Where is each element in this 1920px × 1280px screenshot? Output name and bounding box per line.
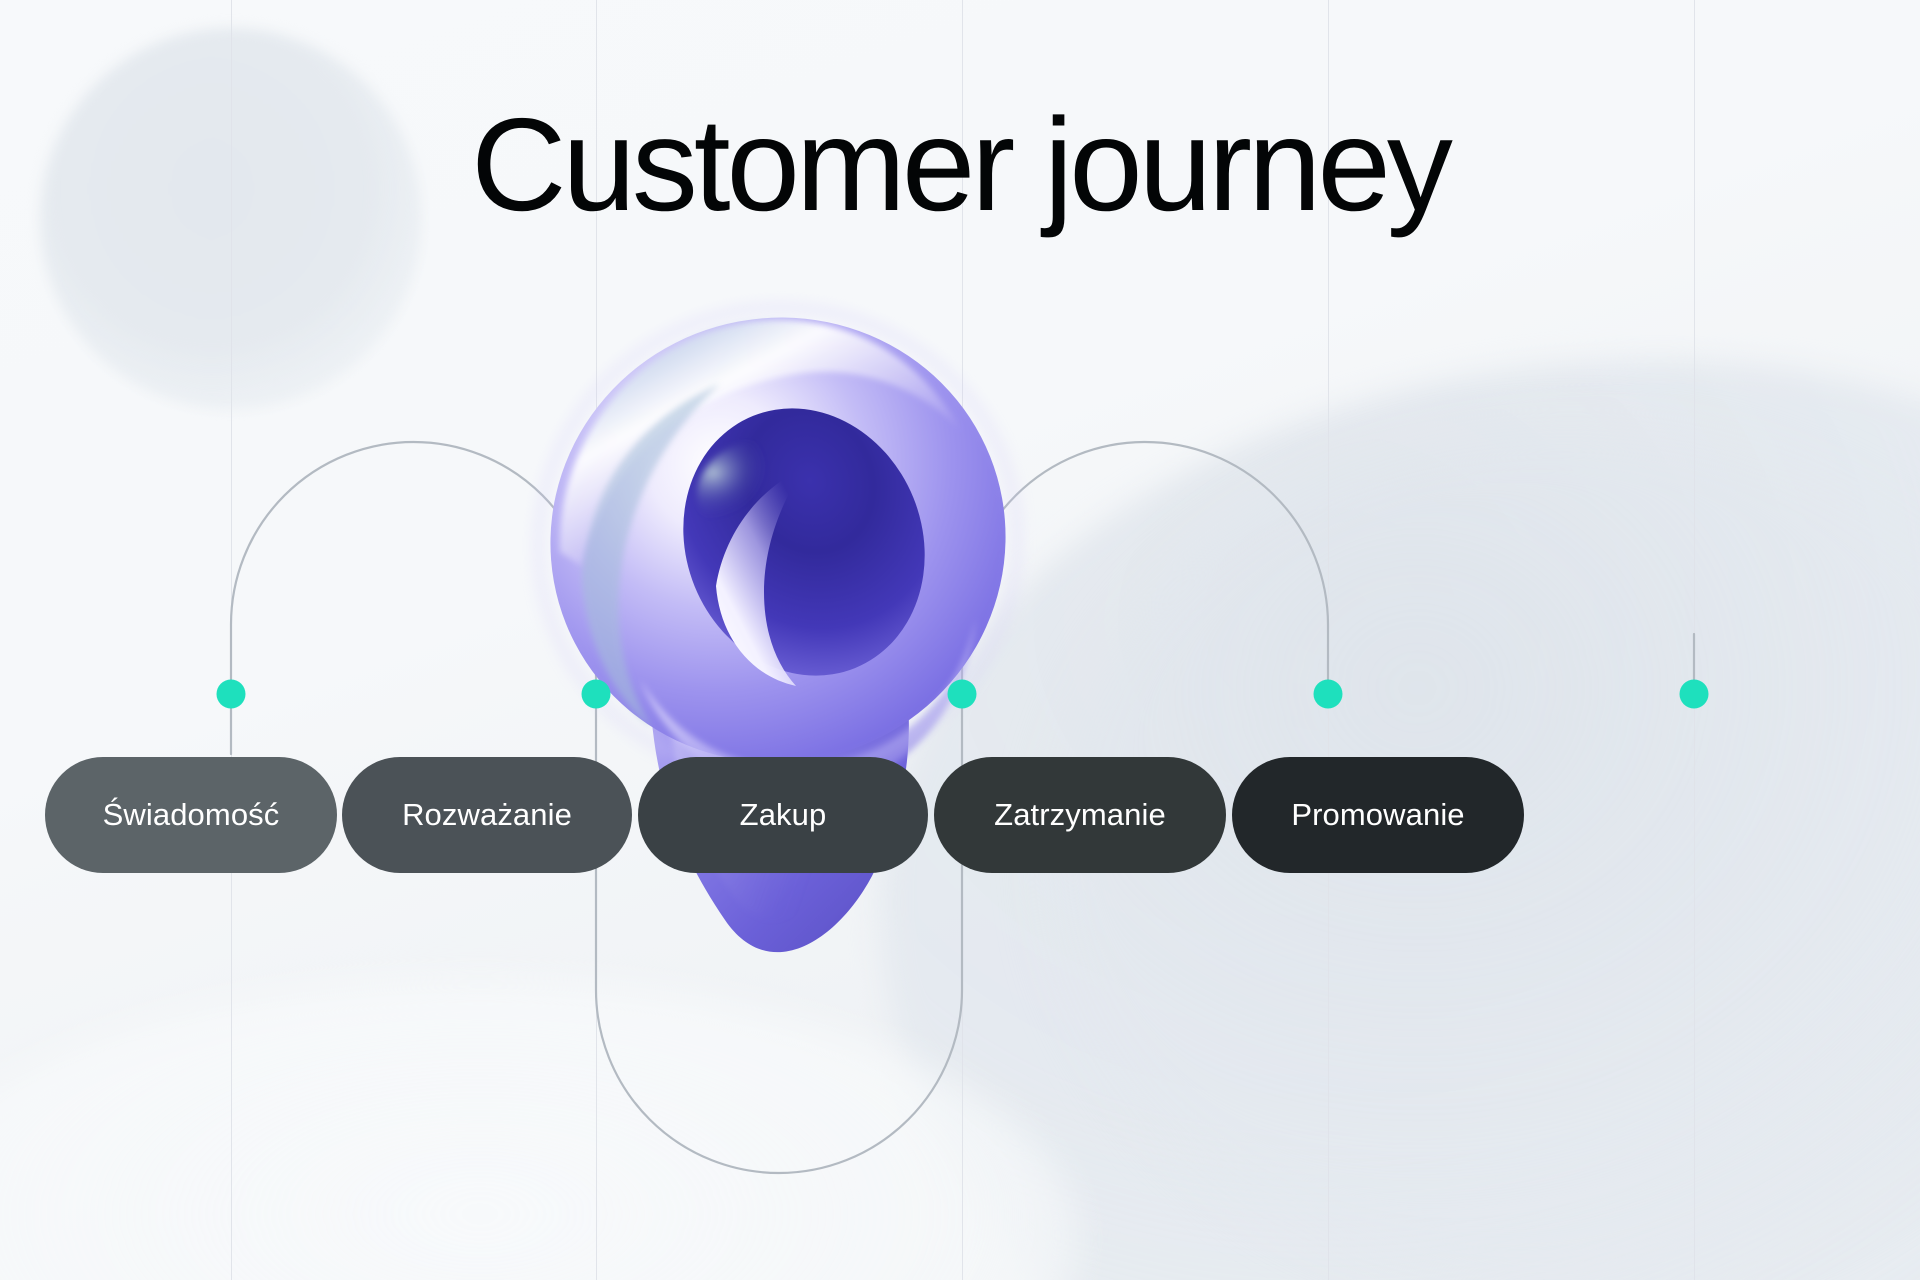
stage-dot-2[interactable] xyxy=(947,679,977,709)
journey-stage-pills: Świadomość Rozważanie Zakup Zatrzymanie Prom… xyxy=(0,757,1920,873)
stage-dot-0[interactable] xyxy=(216,679,246,709)
stage-pill-label: Rozważanie xyxy=(402,797,572,832)
stage-pill-3[interactable]: Zatrzymanie xyxy=(934,757,1226,873)
stage-pill-0[interactable]: Świadomość xyxy=(45,757,337,873)
stage-pill-2[interactable]: Zakup xyxy=(638,757,928,873)
stage-pill-label: Promowanie xyxy=(1291,797,1465,832)
page-title: Customer journey xyxy=(471,91,1453,238)
stage-pill-4[interactable]: Promowanie xyxy=(1232,757,1524,873)
stage-dot-3[interactable] xyxy=(1313,679,1343,709)
stage-pill-label: Świadomość xyxy=(102,797,280,832)
stage-dot-4[interactable] xyxy=(1679,679,1709,709)
stage-pill-label: Zatrzymanie xyxy=(994,797,1166,832)
stage-pill-1[interactable]: Rozważanie xyxy=(342,757,632,873)
connector-0 xyxy=(229,440,598,696)
stage-pill-label: Zakup xyxy=(739,797,827,832)
connector-1 xyxy=(594,692,964,1175)
stage-dot-1[interactable] xyxy=(581,679,611,709)
connector-2 xyxy=(960,440,1330,696)
